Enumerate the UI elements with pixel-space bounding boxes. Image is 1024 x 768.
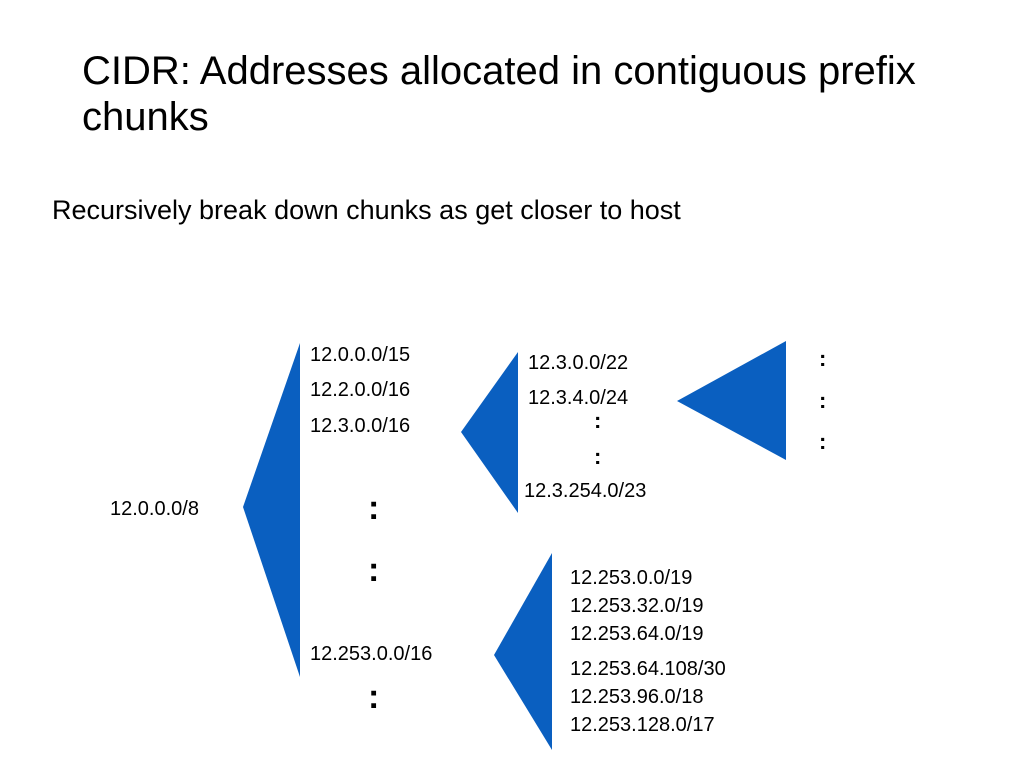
- level1-prefix-label: 12.0.0.0/15: [310, 344, 411, 366]
- ellipsis-dots: :: [594, 408, 602, 433]
- branch-12-3-prefix-label: 12.3.254.0/23: [524, 480, 647, 502]
- branch-12-253-prefix-label: 12.253.96.0/18: [570, 686, 704, 708]
- triangle-root: [243, 343, 300, 677]
- ellipsis-dots: :: [819, 346, 827, 371]
- ellipsis-dots: :: [368, 678, 380, 716]
- ellipsis-dots: :: [368, 489, 380, 527]
- level1-prefix-label: 12.3.0.0/16: [310, 415, 411, 437]
- slide-title: CIDR: Addresses allocated in contiguous …: [82, 49, 916, 139]
- branch-12-3-prefix-label: 12.3.0.0/22: [528, 352, 629, 374]
- branch-12-253-prefix-label: 12.253.64.0/19: [570, 623, 704, 645]
- level1-prefix-label: 12.253.0.0/16: [310, 643, 433, 665]
- branch-12-253-prefix-label: 12.253.32.0/19: [570, 595, 704, 617]
- slide-subtitle: Recursively break down chunks as get clo…: [52, 195, 681, 225]
- ellipsis-dots: :: [819, 388, 827, 413]
- ellipsis-dots: :: [368, 551, 380, 589]
- level1-prefix-label: 12.2.0.0/16: [310, 379, 411, 401]
- branch-12-3-prefix-label: 12.3.4.0/24: [528, 387, 629, 409]
- root-prefix-label: 12.0.0.0/8: [110, 498, 199, 520]
- branch-12-253-prefix-label: 12.253.64.108/30: [570, 658, 726, 680]
- triangle-12-3-4: [677, 341, 786, 460]
- ellipsis-dots: :: [819, 429, 827, 454]
- triangle-12-253: [494, 553, 552, 750]
- triangle-12-3: [461, 352, 518, 513]
- branch-12-253-prefix-label: 12.253.0.0/19: [570, 567, 693, 589]
- ellipsis-dots: :: [594, 444, 602, 469]
- branch-12-253-prefix-label: 12.253.128.0/17: [570, 714, 715, 736]
